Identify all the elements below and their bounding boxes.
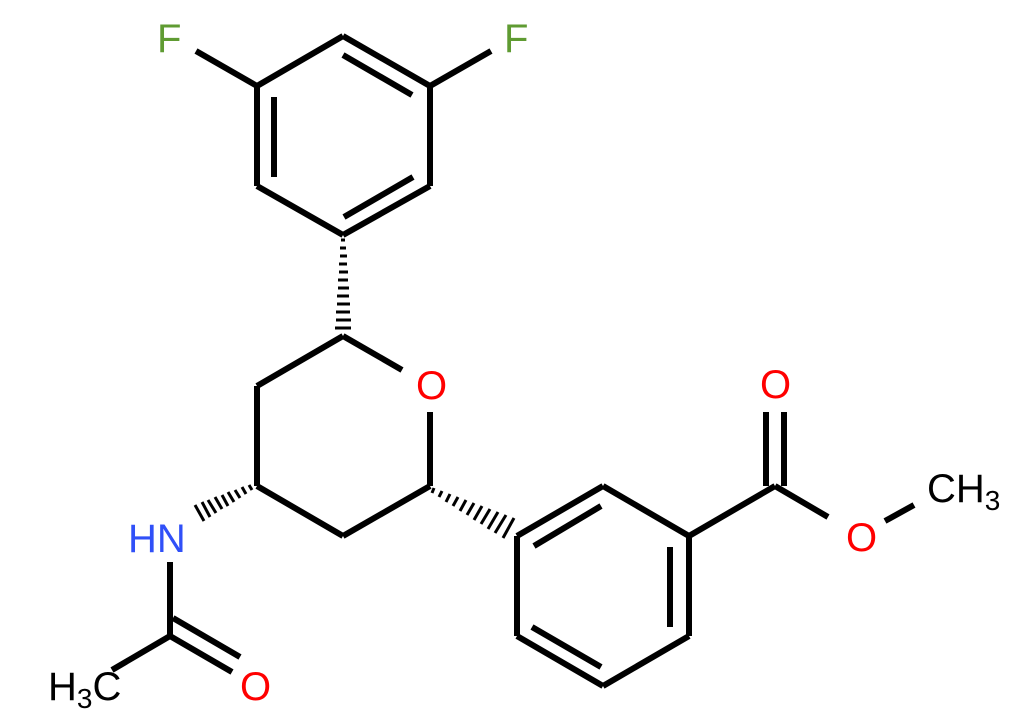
ester-bonds: [687, 412, 916, 539]
ester-oxygen-label: O: [846, 516, 877, 560]
benzoate-ring: [514, 483, 692, 689]
carbonyl-oxygen-label: O: [760, 363, 791, 407]
acetamide-bonds: [110, 562, 242, 675]
oxane-ring: [254, 333, 433, 539]
amine-nh-label: HN: [128, 517, 186, 561]
methyl-ester-label: CH3: [927, 467, 1000, 516]
difluorophenyl-ring: [194, 33, 493, 238]
fluorine-left-label: F: [157, 17, 181, 61]
hashed-wedge-bond: [430, 487, 516, 539]
hashed-wedge-bond: [193, 484, 254, 522]
fluorine-right-label: F: [504, 17, 528, 61]
ring-oxygen-label: O: [416, 364, 447, 408]
amide-oxygen-label: O: [240, 665, 271, 709]
hashed-wedge-bond: [335, 238, 351, 330]
methyl-amide-label: H3C: [48, 665, 121, 714]
